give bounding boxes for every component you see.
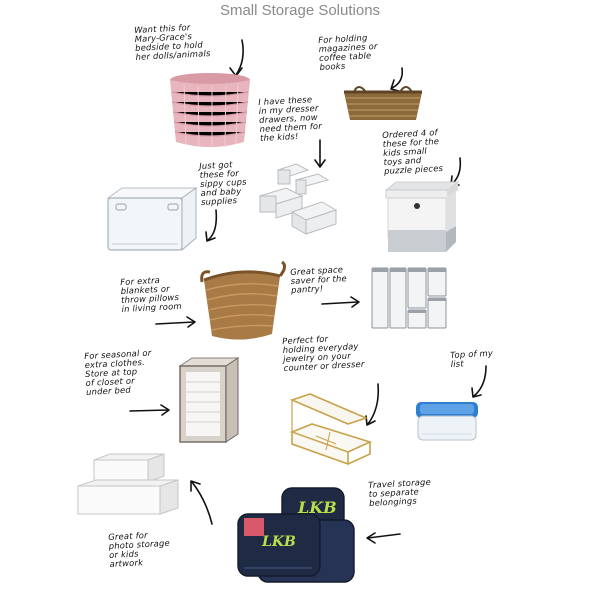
note-lidded-box: Ordered 4 of these for the kids small to… [381, 127, 444, 176]
drawer-organizer-bins [256, 160, 338, 244]
note-pantry-containers: Great space saver for the pantry! [289, 264, 348, 295]
pink-woven-basket [166, 72, 254, 154]
note-clothes-bag: For seasonal or extra clothes. Store at … [83, 347, 152, 397]
note-pink-basket: Want this for Mary-Grace's bedside to ho… [133, 22, 211, 62]
note-drawer-bins: I have these in my dresser drawers, now … [257, 94, 323, 143]
note-seagrass-basket: For extra blankets or throw pillows in l… [119, 274, 182, 314]
lidded-storage-box [384, 180, 460, 260]
glass-jewelry-box [286, 392, 373, 470]
arrow-to-pantry-containers [321, 296, 360, 308]
clothes-storage-bag [176, 356, 240, 450]
arrow-to-clothes-bag [129, 404, 170, 416]
travel-storage-cases [236, 486, 358, 590]
page-title: Small Storage Solutions [219, 2, 381, 19]
arrow-to-photo-boxes [190, 480, 213, 525]
pantry-containers [370, 264, 450, 334]
magazine-basket [340, 84, 426, 128]
arrow-to-travel-cases [366, 532, 401, 544]
arrow-to-clear-bin [205, 209, 218, 242]
note-photo-boxes: Great for photo storage or kids artwork [107, 529, 171, 569]
note-clear-bin: Just got these for sippy cups and baby s… [198, 159, 247, 207]
arrow-to-pink-basket [229, 39, 244, 77]
note-travel-cases: Travel storage to separate belongings [367, 476, 432, 508]
photo-storage-boxes [76, 453, 180, 524]
seagrass-basket [198, 260, 287, 348]
glass-food-container [412, 398, 482, 448]
note-food-container: Top of my list [449, 347, 494, 369]
note-magazine-basket: For holding magazines or coffee table bo… [317, 32, 378, 72]
travel-case-monogram-top: LKB [298, 498, 337, 517]
arrow-to-food-container [471, 365, 487, 398]
travel-case-monogram-front: LKB [262, 534, 296, 550]
arrow-to-seagrass-basket [155, 316, 196, 328]
clear-acrylic-bin [106, 186, 198, 258]
note-jewelry-box: Perfect for holding everyday jewelry on … [281, 333, 365, 373]
